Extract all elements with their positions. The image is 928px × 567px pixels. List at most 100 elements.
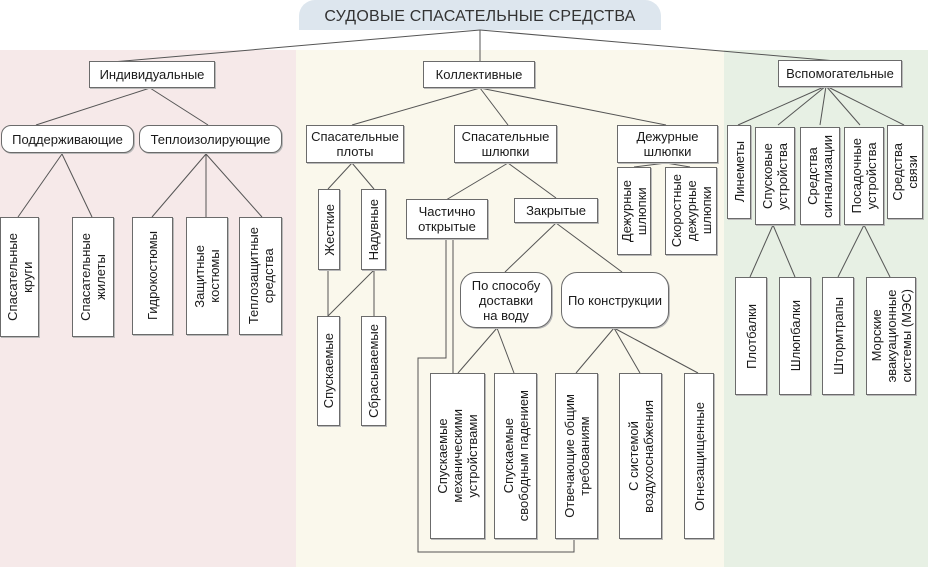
connector	[777, 85, 827, 126]
node-rescue-boats: Дежурные шлюпки	[617, 125, 718, 163]
leaf-label: С системой воздухоснабжения	[625, 399, 656, 513]
leaf-label: Спусковые устройства	[760, 142, 790, 210]
leaf-label: Морские эвакуационные системы (МЭС)	[868, 289, 914, 383]
leaf-lifejackets: Спасательные жилеты	[72, 217, 114, 337]
connector	[61, 153, 93, 218]
connector	[35, 87, 151, 126]
leaf-communication: Средства связи	[887, 125, 923, 219]
connector	[205, 153, 263, 218]
category-auxiliary-label: Вспомогательные	[786, 66, 894, 81]
leaf-rigid-rafts: Жесткие	[318, 189, 340, 270]
node-by-delivery: По способу доставки на воду	[460, 272, 552, 328]
connector	[613, 327, 641, 374]
connector	[837, 224, 865, 278]
leaf-thermal-aids: Теплозащитные средства	[239, 217, 282, 335]
connector	[819, 85, 827, 126]
leaf-label: Посадочные устройства	[849, 138, 879, 214]
node-supporting: Поддерживающие	[1, 125, 134, 153]
leaf-air-supply: С системой воздухоснабжения	[619, 373, 662, 539]
node-lifeboats-label: Спасательные шлюпки	[461, 129, 550, 159]
leaf-label: Шлюпбалки	[787, 300, 803, 372]
leaf-label: Спускаемые	[321, 333, 336, 409]
connector	[351, 87, 481, 126]
leaf-immersion-suits: Гидрокостюмы	[132, 217, 173, 335]
leaf-label: Линеметы	[731, 141, 747, 203]
connector	[772, 224, 796, 278]
connector	[149, 87, 209, 126]
leaf-label: Надувные	[366, 198, 381, 261]
connector	[863, 224, 891, 278]
leaf-label: Спасательные жилеты	[78, 233, 108, 321]
connector	[825, 85, 861, 126]
node-rescue-boats-label: Дежурные шлюпки	[636, 129, 699, 159]
leaf-mechanically-launched: Спускаемые механическими устройствами	[430, 373, 485, 539]
connector	[479, 87, 509, 126]
leaf-label: Огнезащищенные	[691, 401, 707, 511]
leaf-general-requirements: Отвечающие общим требованиям	[555, 373, 598, 539]
leaf-label: Штормтрапы	[830, 297, 846, 375]
node-embarkation-appliances: Посадочные устройства	[844, 127, 884, 225]
leaf-rescue-boats: Дежурные шлюпки	[617, 167, 651, 255]
leaf-raft-davits: Плотбалки	[735, 277, 767, 395]
leaf-lifebuoys: Спасательные круги	[0, 217, 39, 337]
leaf-label: Защитные костюмы	[192, 244, 222, 308]
node-supporting-label: Поддерживающие	[12, 131, 123, 147]
category-auxiliary: Вспомогательные	[778, 60, 902, 87]
leaf-protective-suits: Защитные костюмы	[186, 217, 228, 335]
category-individual-label: Индивидуальные	[99, 67, 205, 82]
connector	[479, 87, 667, 126]
node-liferafts-label: Спасательные плоты	[311, 129, 399, 159]
leaf-pilot-ladders: Штормтрапы	[822, 277, 854, 395]
node-by-design: По конструкции	[561, 272, 669, 328]
leaf-label: Сбрасываемые	[366, 324, 381, 418]
connector	[555, 222, 623, 273]
connector	[633, 162, 667, 168]
connector	[457, 327, 498, 374]
connector	[445, 162, 509, 201]
leaf-label: Средства сигнализации	[805, 134, 835, 218]
leaf-marine-evacuation-systems: Морские эвакуационные системы (МЭС)	[866, 277, 916, 395]
node-partially-enclosed: Частично открытые	[406, 199, 488, 239]
connector	[665, 162, 691, 168]
leaf-boat-davits: Шлюпбалки	[779, 277, 811, 395]
node-insulating: Теплоизолирующие	[139, 125, 282, 153]
leaf-label: Гидрокостюмы	[145, 231, 160, 321]
leaf-davit-launched: Спускаемые	[317, 316, 340, 426]
category-collective-label: Коллективные	[435, 67, 523, 82]
leaf-label: Спускаемые свободным падением	[500, 390, 531, 522]
node-launching-appliances: Спусковые устройства	[755, 127, 795, 225]
connector	[351, 162, 375, 190]
connector	[327, 269, 375, 317]
leaf-label: Дежурные шлюпки	[619, 179, 649, 243]
connector	[151, 153, 207, 218]
leaf-line-throwers: Линеметы	[727, 125, 751, 219]
connector	[575, 327, 615, 374]
leaf-label: Средства связи	[890, 143, 920, 201]
category-collective: Коллективные	[423, 61, 535, 88]
connector	[737, 85, 827, 126]
leaf-label: Спасательные круги	[4, 233, 35, 321]
connector	[111, 29, 481, 63]
leaf-label: Спускаемые механическими устройствами	[435, 409, 480, 503]
category-individual: Индивидуальные	[89, 61, 215, 88]
leaf-label: Жесткие	[321, 203, 337, 256]
connector	[825, 85, 905, 126]
connector	[479, 29, 837, 62]
diagram-title: СУДОВЫЕ СПАСАТЕЛЬНЫЕ СРЕДСТВА	[299, 0, 661, 30]
node-lifeboats: Спасательные шлюпки	[454, 125, 557, 163]
connector	[504, 222, 557, 273]
leaf-signaling: Средства сигнализации	[800, 127, 840, 225]
node-enclosed: Закрытые	[514, 198, 598, 223]
node-label: По конструкции	[567, 292, 663, 308]
leaf-inflatable-rafts: Надувные	[361, 189, 386, 270]
leaf-throw-over: Сбрасываемые	[361, 316, 386, 426]
leaf-fire-protected: Огнезащищенные	[684, 373, 714, 539]
leaf-label: Теплозащитные средства	[245, 227, 276, 325]
node-label: Закрытые	[526, 203, 586, 218]
connector	[327, 162, 353, 190]
connector	[613, 327, 699, 374]
node-liferafts: Спасательные плоты	[306, 125, 404, 163]
connector	[417, 240, 575, 553]
leaf-label: Скоростные дежурные шлюпки	[668, 174, 714, 248]
